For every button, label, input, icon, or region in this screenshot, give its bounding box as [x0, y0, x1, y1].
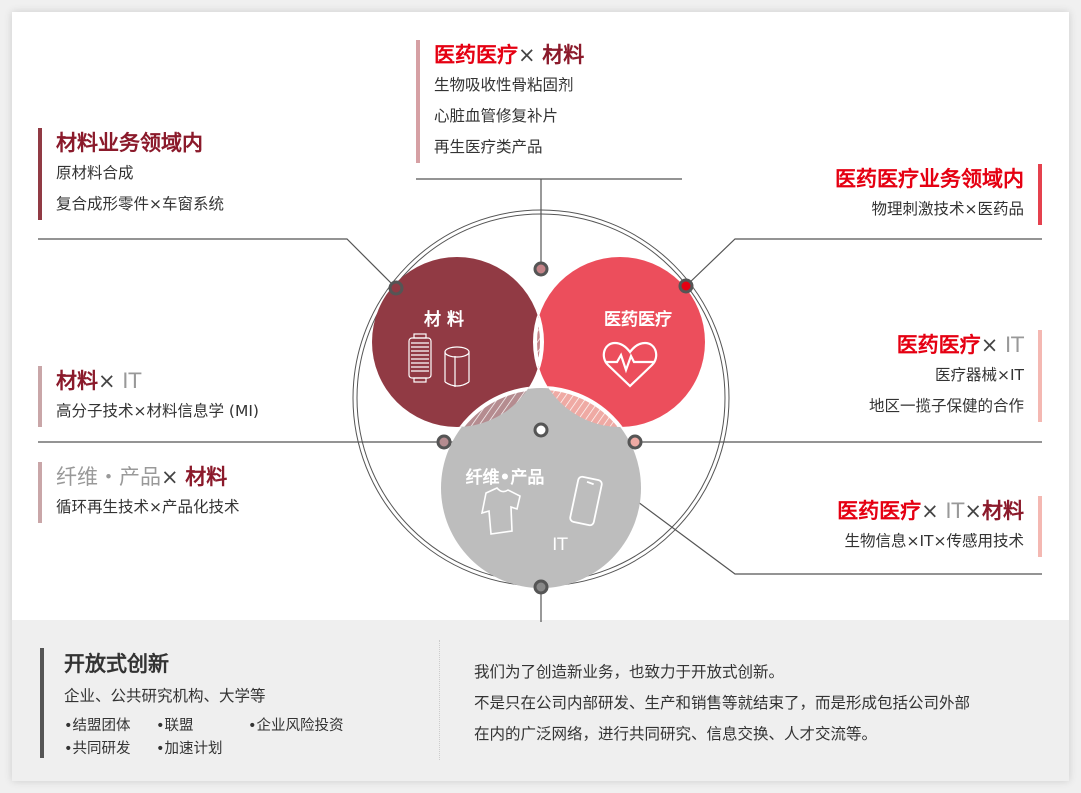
open-innovation-panel — [12, 620, 1069, 781]
open-innovation-block: 开放式创新 企业、公共研究机构、大学等 •结盟团体 •联盟 •企业风险投资 •共… — [40, 648, 378, 758]
block-medical-x-it: 医药医疗× IT 医疗器械×IT 地区一揽子保健的合作 — [869, 330, 1042, 422]
block-medical-it-materials: 医药医疗× IT×材料 生物信息×IT×传感用技术 — [837, 496, 1042, 557]
fabric-roll-icon — [444, 346, 470, 387]
list-item: •加速计划 — [156, 741, 223, 757]
list-item: •结盟团体 — [64, 718, 131, 734]
node-dots — [388, 261, 694, 595]
it-circle-label: IT — [552, 535, 568, 555]
block-medical-x-materials: 医药医疗× 材料 生物吸收性骨粘固剂 心脏血管修复补片 再生医疗类产品 — [416, 40, 584, 163]
fiber-it-circle — [441, 388, 641, 588]
list-item: •联盟 — [156, 718, 194, 734]
list-item: •企业风险投资 — [248, 718, 344, 734]
fiber-circle-label: 纤维•产品 — [466, 467, 545, 488]
block-fiber-x-materials: 纤维・产品× 材料 循环再生技术×产品化技术 — [38, 462, 240, 523]
description-paragraph: 我们为了创造新业务，也致力于开放式创新。 不是只在公司内部研发、生产和销售等就结… — [474, 663, 971, 743]
block-materials-x-it: 材料× IT 高分子技术×材料信息学 (MI) — [38, 366, 259, 427]
tshirt-icon — [480, 487, 521, 535]
block-title: 医药医疗× 材料 — [434, 43, 585, 67]
medical-circle-label: 医药医疗 — [604, 309, 672, 330]
materials-circle-label: 材 料 — [424, 309, 464, 330]
open-innovation-list: •结盟团体 •联盟 •企业风险投资 •共同研发 •加速计划 — [64, 714, 378, 758]
divider — [439, 640, 440, 760]
smartphone-icon — [569, 475, 603, 527]
block-medical-domain: 医药医疗业务领域内 物理刺激技术×医药品 — [835, 164, 1042, 225]
materials-circle — [372, 257, 542, 427]
thread-spool-icon — [408, 333, 432, 383]
block-materials-domain: 材料业务领域内 原材料合成 复合成形零件×车窗系统 — [38, 128, 224, 220]
heartbeat-icon — [602, 341, 658, 388]
list-item: •共同研发 — [64, 741, 131, 757]
medical-circle — [535, 257, 705, 427]
